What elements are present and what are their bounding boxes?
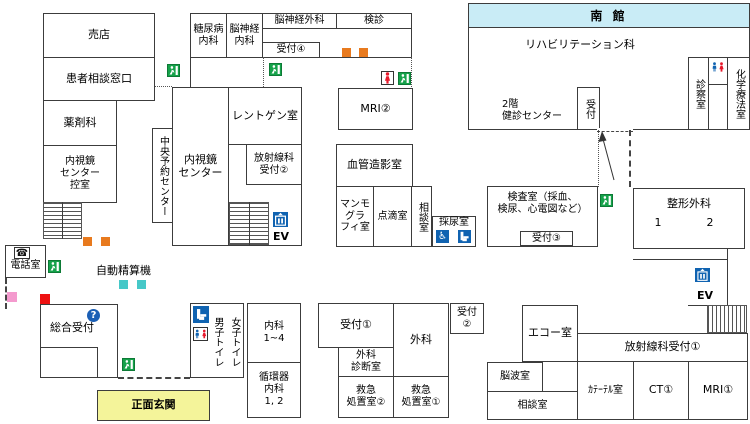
room-eeg: 脳波室 (487, 362, 543, 392)
dotted-divider (263, 57, 264, 87)
room-emergency-treatment-1: 救急 処置室① (393, 376, 449, 418)
wall-segment (62, 202, 63, 239)
room-central-reservation-center: 中央予約センター (152, 128, 173, 223)
emergency-exit-icon (48, 260, 61, 273)
emergency-exit-icon (167, 64, 180, 77)
room-patient-consult-window: 患者相談窓口 (43, 57, 155, 101)
room-consultation-south: 相談室 (487, 391, 578, 420)
marker-cyan (137, 280, 146, 289)
toilet-icon (193, 306, 209, 323)
phone-icon: ☎ (14, 247, 30, 259)
elevator-icon (273, 212, 288, 227)
emergency-exit-icon (398, 72, 411, 85)
room-diabetes-medicine: 糖尿病 内科 (190, 13, 227, 58)
room-ct-1: CT① (633, 361, 689, 420)
room-consultation-central: 相談室 (411, 186, 432, 247)
room-emergency-treatment-2: 救急 処置室② (338, 376, 394, 418)
wall-segment (727, 249, 728, 306)
wall-segment (249, 202, 250, 245)
room-neurosurgery: 脳神経外科 (262, 13, 337, 29)
dotted-divider (411, 57, 412, 87)
room-exam-room: 診察室 (688, 57, 709, 130)
room-mens-toilet-label: 男子トイレ (212, 317, 223, 367)
elevator-icon (695, 268, 710, 282)
emergency-exit-icon (600, 194, 613, 207)
room-endoscopy-center: 内視鏡 センター (172, 87, 229, 246)
room-xray: レントゲン室 (228, 87, 302, 145)
reception-counter (40, 347, 98, 378)
elevator-label: EV (696, 289, 714, 302)
room-cardiology: 循環器 内科 1, 2 (247, 362, 301, 418)
room-phone-label: 電話室 (10, 260, 41, 271)
emergency-exit-icon (122, 358, 135, 371)
marker-orange (342, 48, 351, 57)
marker-orange (359, 48, 368, 57)
dashed-divider (5, 278, 7, 309)
room-reception-1: 受付① (318, 303, 394, 348)
toilet-icon (458, 230, 471, 243)
room-reception-2: 受付 ② (450, 303, 484, 334)
room-orthopedics (633, 188, 745, 249)
dashed-opening (597, 128, 633, 132)
room-reception-4: 受付④ (262, 42, 320, 58)
room-internal-medicine: 内科 1~4 (247, 303, 301, 363)
orthopedics-booth-1: 1 (654, 216, 662, 229)
room-medical-checkup: 検診 (336, 13, 412, 29)
mens-womens-toilet-icon (193, 327, 208, 341)
auto-payment-machine-label: 自動精算機 (96, 264, 151, 277)
wall-segment (190, 57, 191, 87)
room-surgery-diagnosis: 外科 診断室 (338, 347, 394, 377)
wheelchair-toilet-icon: ♿ (436, 230, 449, 243)
dashed-entrance-opening (118, 377, 190, 379)
room-rehabilitation-label: リハビリテーション科 (525, 38, 635, 51)
room-shop: 売店 (43, 13, 155, 58)
marker-pink (7, 292, 17, 302)
room-2f-checkup-center-label: 2階 健診センター (502, 99, 562, 122)
room-catheter: ｶﾃｰﾃﾙ室 (577, 361, 634, 420)
room-endoscopy-waiting: 内視鏡 センター 控室 (43, 145, 117, 203)
room-mammography: マンモ グラ フィ室 (336, 186, 374, 247)
room-laboratory-label: 検査室（採血、 検尿、心電図など） (497, 192, 588, 215)
elevator-label: EV (272, 230, 290, 243)
room-radiology-reception-2: 放射線科 受付② (246, 144, 302, 185)
south-wing-header: 南 館 (468, 3, 750, 28)
dashed-divider (629, 130, 631, 187)
room-chemotherapy: 化学療法室 (727, 57, 750, 130)
room-womens-toilet-label: 女子トイレ (229, 317, 240, 367)
room-general-reception-label: 総合受付 (50, 321, 94, 334)
room-south-reception: 受付 (577, 87, 600, 130)
room-radiology-reception-1: 放射線科受付① (577, 333, 748, 362)
main-entrance: 正面玄関 (97, 390, 210, 421)
room-pharmacy: 薬剤科 (43, 100, 117, 146)
mens-womens-toilet-icon (711, 61, 725, 73)
room-iv-drip: 点滴室 (373, 186, 412, 247)
stairs (707, 305, 747, 333)
room-mri-2: MRI② (338, 88, 413, 130)
emergency-exit-icon (269, 63, 282, 76)
dotted-divider (155, 86, 172, 87)
room-neurology: 脳神経 内科 (226, 13, 263, 58)
entrance-arrow (598, 131, 615, 181)
marker-red (40, 294, 50, 304)
womens-toilet-icon (381, 71, 394, 85)
dotted-divider (598, 130, 599, 187)
room-reception-3: 受付③ (520, 231, 573, 246)
room-surgery: 外科 (393, 303, 449, 378)
room-general-reception (40, 304, 118, 378)
room-mri-1: MRI① (688, 361, 748, 420)
room-angiography: 血管造影室 (336, 144, 413, 187)
marker-orange (83, 237, 92, 246)
room-echo: エコー室 (522, 305, 578, 362)
marker-cyan (119, 280, 128, 289)
wall-segment (633, 259, 727, 260)
marker-orange (101, 237, 110, 246)
orthopedics-booth-2: 2 (706, 216, 714, 229)
information-icon: ? (87, 309, 100, 322)
room-urine-collection-label: 採尿室 (439, 217, 469, 228)
room-orthopedics-label: 整形外科 (667, 197, 711, 210)
